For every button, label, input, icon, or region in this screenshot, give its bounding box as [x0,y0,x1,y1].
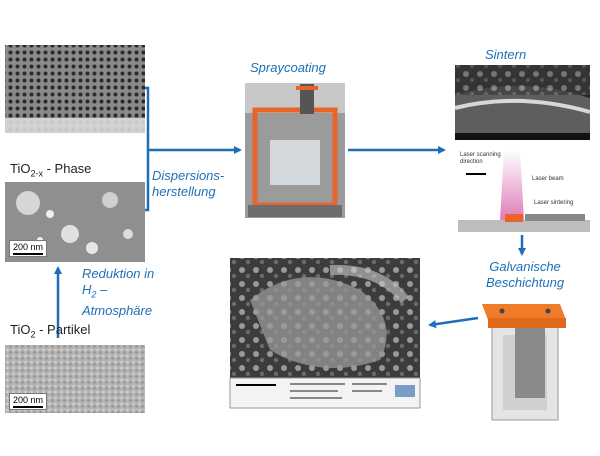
arrow-dispersion-bracket [145,86,150,212]
final-sem-image [229,258,421,409]
dispersion-label: Dispersions- herstellung [152,168,225,199]
tio2x-scalebar: 200 nm [9,240,48,257]
galvanic-cell-image [482,304,566,421]
spraycoating-label: Spraycoating [250,60,326,75]
tio2-particle-label: TiO2 - Partikel [10,322,91,340]
galvanic-label: Galvanische Beschichtung [486,259,565,290]
sintern-label: Sintern [485,47,527,62]
laser-sintering-schematic [458,150,590,232]
tio2-scalebar: 200 nm [9,393,48,410]
tio2x-phase-label: TiO2-x - Phase [10,161,92,179]
laser-beam-label: Laser beam [532,176,564,182]
spraycoater-image [245,83,345,218]
laser-scanning-label: Laser scanning direction [460,152,501,165]
reduction-label: Reduktion in H2 – Atmosphäre [82,266,155,318]
arrow-galvanic-to-final [428,316,479,329]
laser-sintering-label: Laser sintering [534,200,574,206]
flow-arrows [54,86,526,338]
sinter-crosssection-image [454,65,591,140]
